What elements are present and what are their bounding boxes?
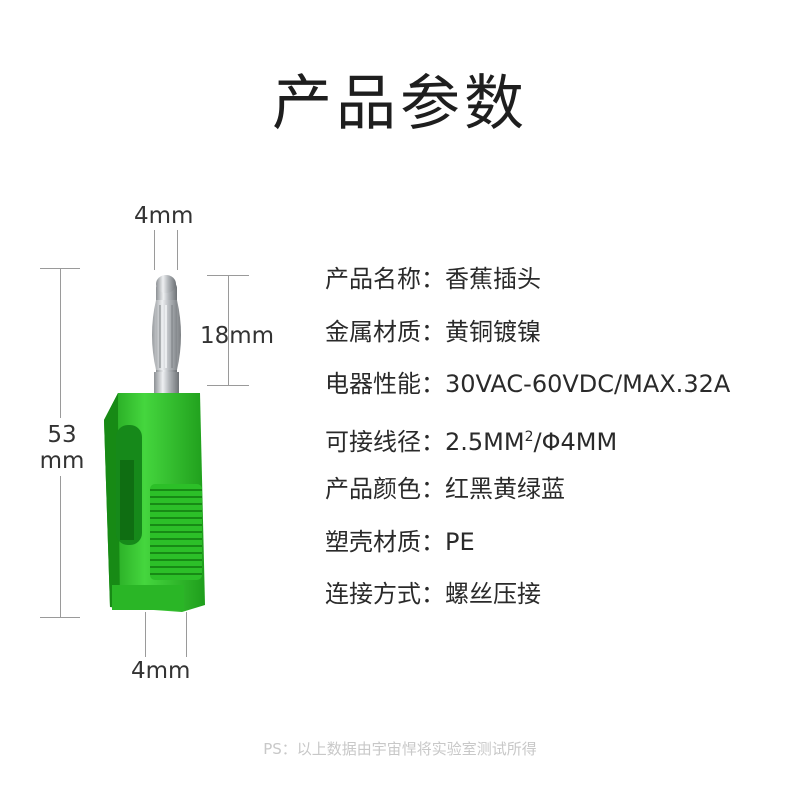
page-title: 产品参数 [272, 69, 528, 139]
dimension-bottom-width: 4mm [131, 658, 191, 684]
spec-row-name: 产品名称：香蕉插头 [325, 258, 730, 311]
spec-value: 30VAC-60VDC/MAX.32A [445, 370, 731, 398]
spec-row-wire-diameter: 可接线径：2.5MM2/Φ4MM [325, 416, 730, 469]
spec-value: 螺丝压接 [445, 580, 541, 608]
spec-row-connection: 连接方式：螺丝压接 [325, 573, 730, 626]
spec-row-electrical: 电器性能：30VAC-60VDC/MAX.32A [325, 363, 730, 416]
spec-key: 电器性能： [325, 370, 445, 398]
spec-key: 可接线径： [325, 427, 445, 456]
dimension-pin-length: 18mm [200, 323, 275, 349]
spec-row-color: 产品颜色：红黑黄绿蓝 [325, 468, 730, 521]
spec-key: 产品颜色： [325, 475, 445, 503]
spec-key: 金属材质： [325, 317, 445, 346]
spec-key: 连接方式： [325, 580, 445, 608]
spec-row-material: 金属材质：黄铜镀镍 [325, 311, 730, 364]
spec-list: 产品名称：香蕉插头 金属材质：黄铜镀镍 电器性能：30VAC-60VDC/MAX… [325, 258, 730, 626]
dimension-total-length: 53 mm [39, 422, 85, 474]
spec-value: PE [445, 527, 475, 556]
plug-thread-ribs [150, 484, 202, 580]
spec-value: 香蕉插头 [445, 265, 541, 293]
spec-value: 红黑黄绿蓝 [445, 475, 565, 503]
spec-key: 产品名称： [325, 265, 445, 293]
spec-value: 黄铜镀镍 [445, 317, 541, 346]
spec-value-superscript: 2 [524, 428, 534, 445]
spec-value-suffix: /Φ4MM [533, 427, 618, 456]
footnote: PS：以上数据由宇宙悍将实验室测试所得 [263, 740, 537, 758]
spec-row-shell-material: 塑壳材质：PE [325, 521, 730, 574]
spec-value: 2.5MM [445, 427, 525, 456]
spec-key: 塑壳材质： [325, 527, 445, 556]
dimension-top-width: 4mm [134, 203, 194, 229]
